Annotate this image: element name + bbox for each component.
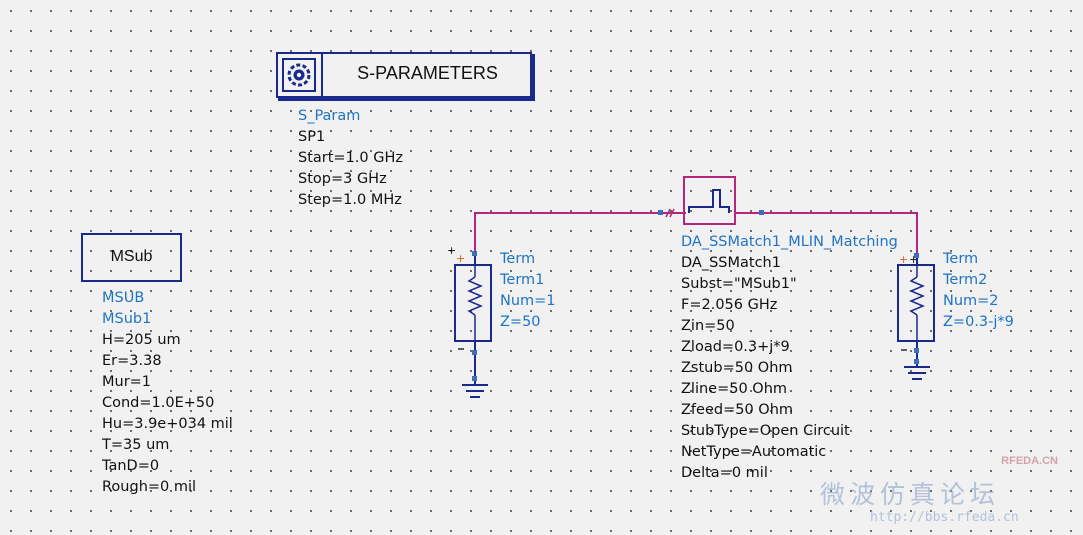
term2-instance: Term2: [943, 272, 988, 288]
term2-num: Num=2: [943, 293, 999, 309]
sparam-type: S_Param: [298, 108, 361, 124]
msub-t: T=35 um: [102, 437, 170, 453]
msub-component[interactable]: MSub: [81, 233, 182, 282]
term2-symbol[interactable]: + +: [897, 253, 935, 380]
msub-h: H=205 um: [102, 332, 181, 348]
sparam-step: Step=1.0 MHz: [298, 192, 402, 208]
resistor-icon: [909, 276, 925, 316]
stub-icon: [688, 189, 730, 213]
msub-cond: Cond=1.0E+50: [102, 395, 215, 411]
msub-hu: Hu=3.9e+034 mil: [102, 416, 233, 432]
msub-rough: Rough=0 mil: [102, 479, 197, 495]
sparam-params[interactable]: S_Param SP1 Start=1.0 GHz Stop=3 GHz Ste…: [298, 106, 403, 211]
match-params[interactable]: DA_SSMatch1_MLIN_Matching DA_SSMatch1 Su…: [681, 232, 898, 484]
gear-icon: [287, 63, 311, 87]
match-stubtype: StubType=Open Circuit: [681, 423, 850, 439]
watermark: RFEDA.CN 微波仿真论坛 http://bbs.rfeda.cn: [808, 439, 1080, 533]
sparam-stop: Stop=3 GHz: [298, 171, 387, 187]
svg-text:+: +: [909, 253, 918, 266]
msub-tand: TanD=0: [102, 458, 160, 474]
term2-type: Term: [943, 251, 979, 267]
match-zload: Zload=0.3+j*9: [681, 339, 790, 355]
match-zfeed: Zfeed=50 Ohm: [681, 402, 794, 418]
sparam-title: S-PARAMETERS: [357, 63, 498, 83]
matching-network-symbol[interactable]: [683, 176, 736, 225]
term1-num: Num=1: [500, 293, 556, 309]
match-f: F=2.056 GHz: [681, 297, 778, 313]
match-zline: Zline=50 Ohm: [681, 381, 788, 397]
ground-icon: [904, 360, 930, 380]
sparameters-component[interactable]: S-PARAMETERS: [276, 52, 535, 101]
term1-instance: Term1: [500, 272, 545, 288]
watermark-url: http://bbs.rfeda.cn: [870, 510, 1019, 525]
sparam-start: Start=1.0 GHz: [298, 150, 403, 166]
term1-symbol[interactable]: + +: [447, 244, 492, 398]
svg-text:+: +: [447, 244, 456, 257]
match-zin: Zin=50: [681, 318, 735, 334]
term2-z: Z=0.3-j*9: [943, 314, 1014, 330]
watermark-logo: RFEDA.CN: [1001, 455, 1058, 467]
sparam-divider: [321, 54, 323, 96]
term1-params[interactable]: Term Term1 Num=1 Z=50: [500, 249, 556, 333]
ground-icon: [462, 378, 488, 398]
sparam-icon-frame: [282, 58, 316, 92]
match-zstub: Zstub=50 Ohm: [681, 360, 793, 376]
msub-label: MSub: [110, 248, 153, 265]
term1-type: Term: [500, 251, 536, 267]
svg-text:+: +: [899, 253, 908, 266]
sparam-instance: SP1: [298, 129, 326, 145]
watermark-chinese-text: 微波仿真论坛: [820, 480, 1001, 509]
match-type: DA_SSMatch1_MLIN_Matching: [681, 234, 898, 250]
msub-mur: Mur=1: [102, 374, 152, 390]
match-subst: Subst="MSub1": [681, 276, 797, 292]
match-nettype: NetType=Automatic: [681, 444, 827, 460]
term2-params[interactable]: Term Term2 Num=2 Z=0.3-j*9: [943, 249, 1014, 333]
wire-net[interactable]: [474, 212, 660, 254]
msub-params[interactable]: MSUB MSub1 H=205 um Er=3.38 Mur=1 Cond=1…: [102, 288, 233, 498]
svg-text:+: +: [456, 252, 465, 265]
msub-instance: MSub1: [102, 311, 152, 327]
msub-type: MSUB: [102, 290, 145, 306]
term1-z: Z=50: [500, 314, 541, 330]
resistor-icon: [467, 276, 483, 316]
match-delta: Delta=0 mil: [681, 465, 768, 481]
wire-net-2[interactable]: [762, 212, 918, 256]
msub-er: Er=3.38: [102, 353, 162, 369]
match-instance: DA_SSMatch1: [681, 255, 781, 271]
